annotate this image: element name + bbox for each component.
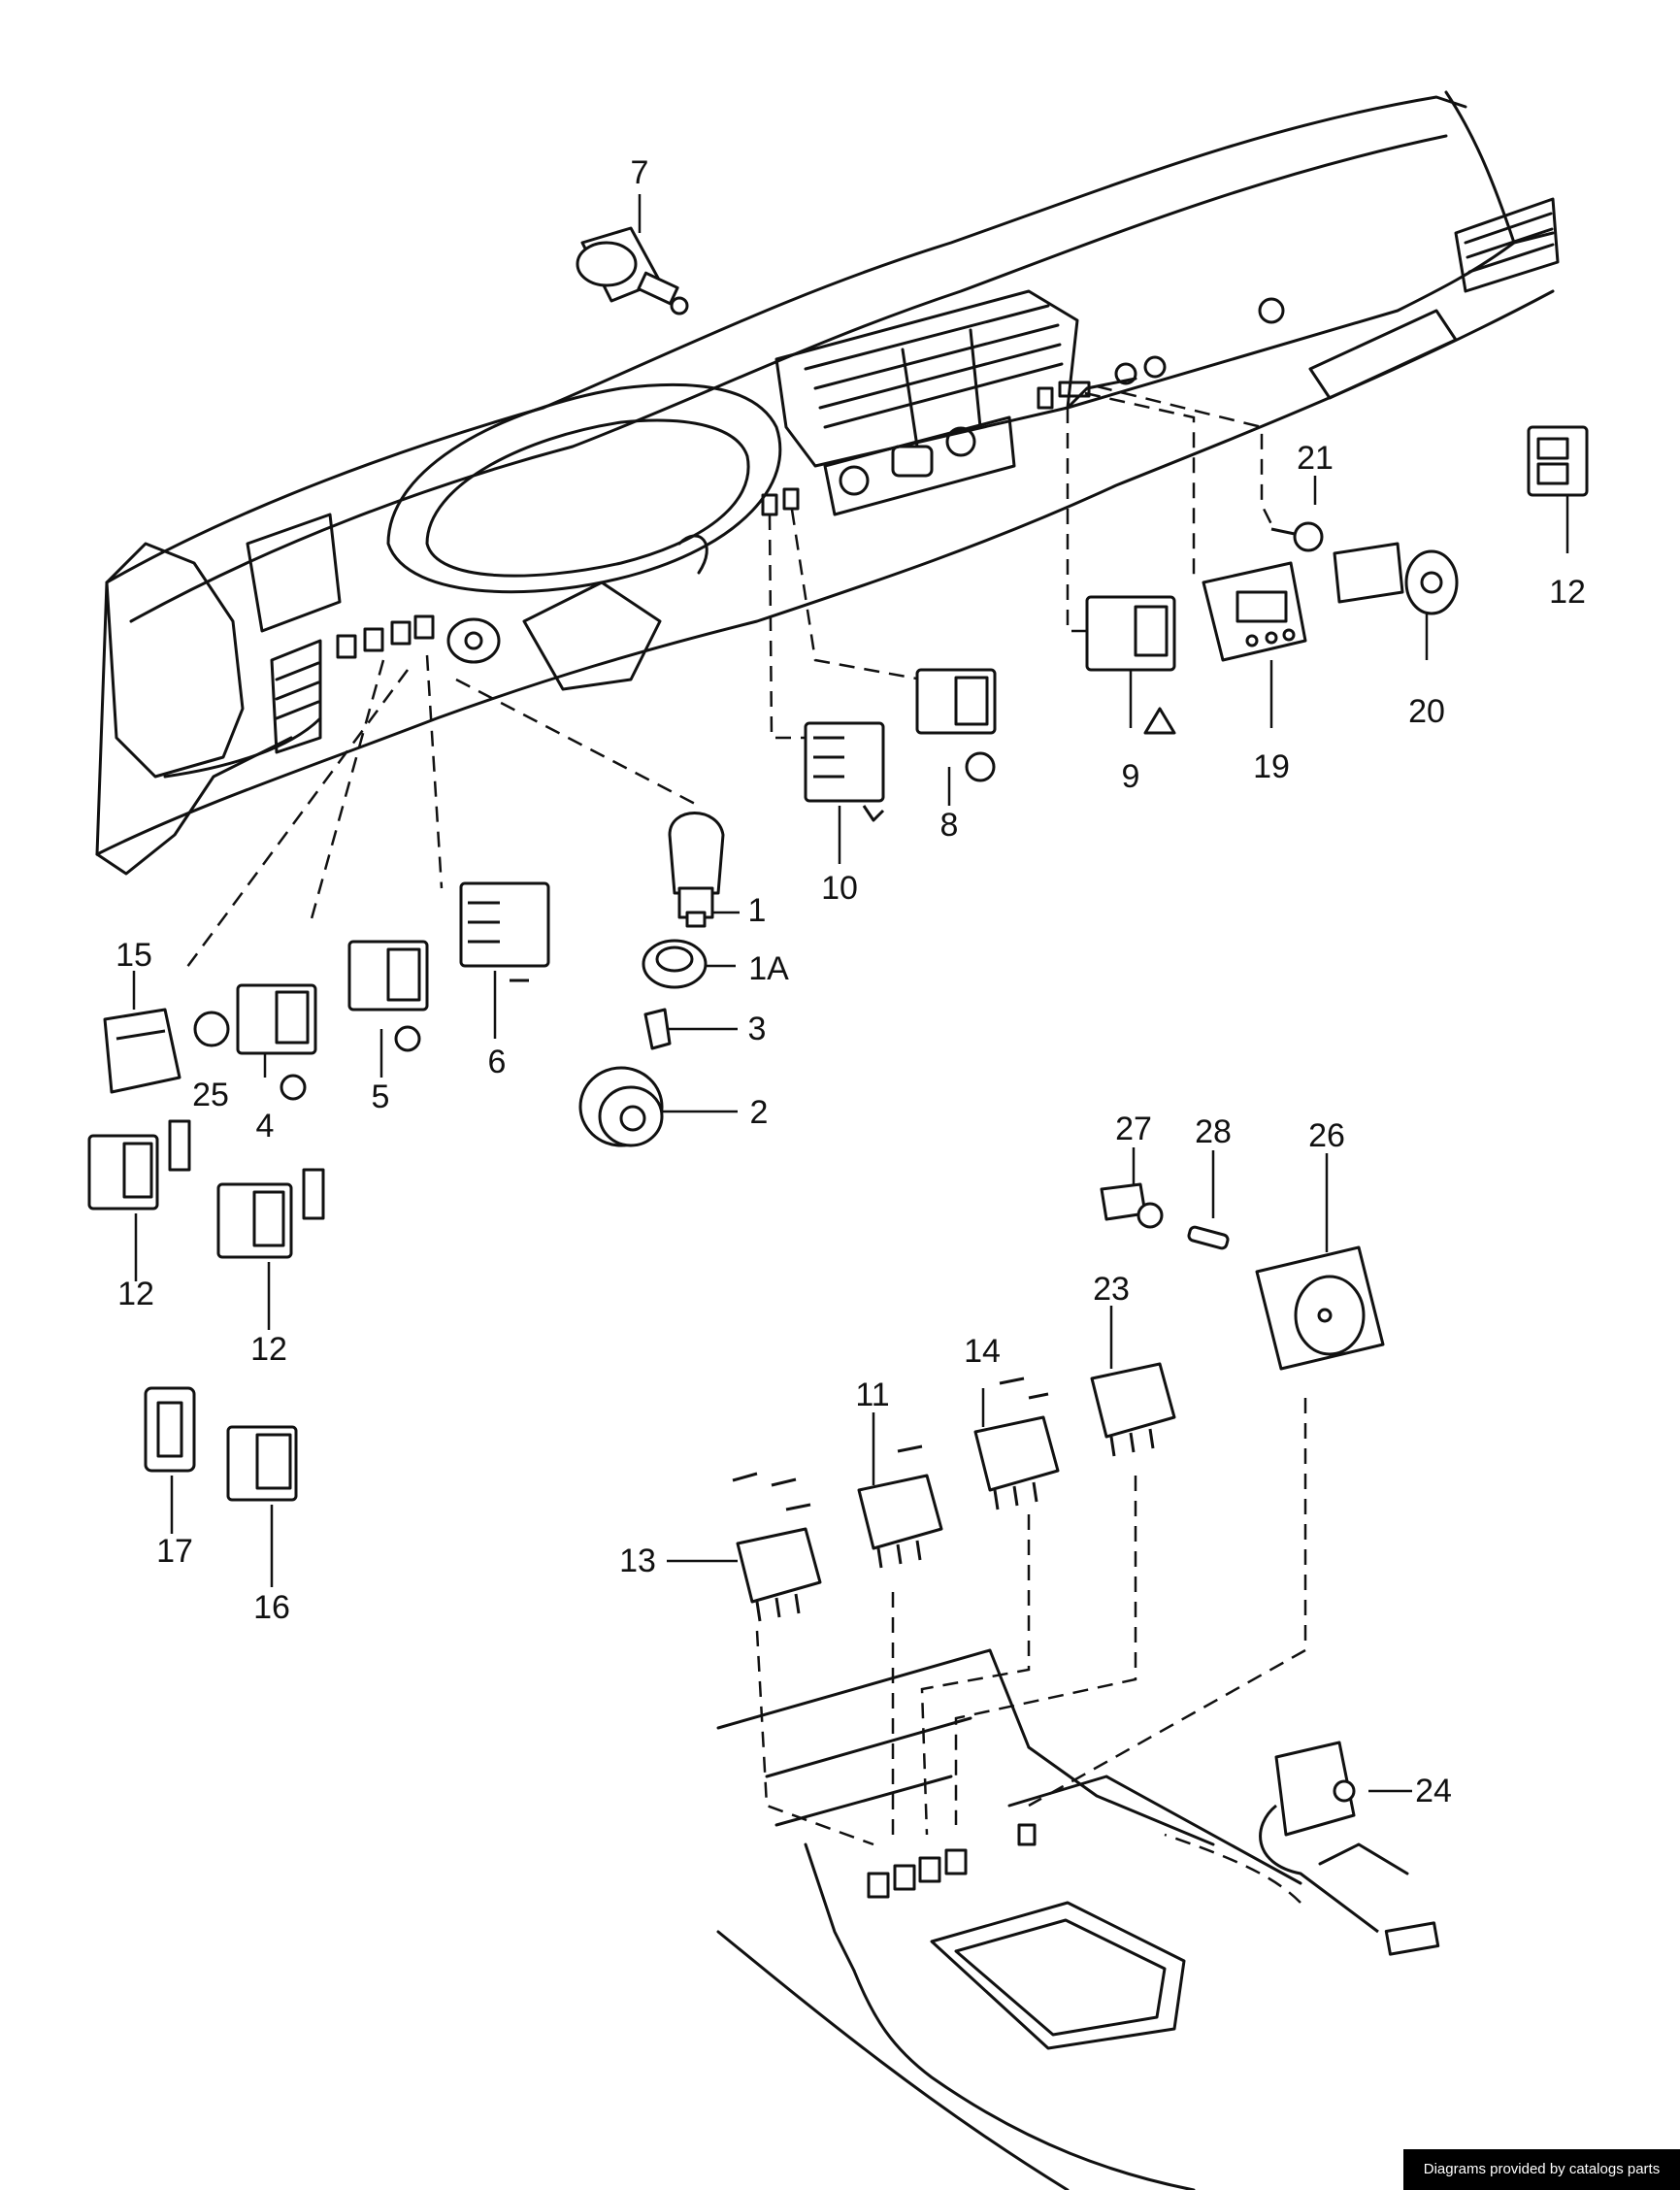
callout-23: 23: [1093, 1271, 1130, 1308]
callout-15: 15: [115, 937, 152, 974]
callout-13: 13: [619, 1543, 656, 1579]
callout-9: 9: [1122, 758, 1140, 795]
part-11: [857, 1444, 943, 1569]
part-13: [732, 1472, 822, 1622]
callout-7: 7: [631, 154, 649, 191]
callout-1: 1: [748, 892, 767, 929]
part-15: [103, 1008, 181, 1094]
callout-3: 3: [748, 1011, 767, 1047]
callout-27: 27: [1115, 1111, 1152, 1147]
part-14: [973, 1377, 1060, 1510]
callout-4: 4: [256, 1108, 275, 1145]
callout-21: 21: [1297, 440, 1334, 477]
callout-2: 2: [750, 1094, 769, 1131]
part-28: [1187, 1225, 1230, 1250]
part-16: [226, 1425, 298, 1502]
part-8: [915, 668, 997, 782]
part-5: [347, 940, 429, 1052]
callout-25: 25: [192, 1077, 229, 1113]
callout-16: 16: [253, 1589, 290, 1626]
callout-28: 28: [1195, 1113, 1232, 1150]
callout-10: 10: [821, 870, 858, 907]
callout-12-left: 12: [117, 1276, 154, 1312]
part-9: [1085, 595, 1176, 735]
part-12-top-right: [1527, 425, 1589, 497]
part-19: [1202, 561, 1307, 662]
callout-6: 6: [488, 1044, 507, 1080]
part-25: [193, 1011, 230, 1047]
part-23: [1090, 1362, 1176, 1457]
part-2: [578, 1066, 664, 1147]
part-21: [1270, 521, 1324, 552]
callout-11: 11: [855, 1377, 889, 1413]
callout-19: 19: [1253, 748, 1290, 785]
part-3: [643, 1008, 672, 1050]
callout-24: 24: [1415, 1773, 1452, 1809]
part-12-left: [87, 1119, 191, 1211]
callout-1a: 1A: [748, 950, 789, 987]
part-20: [1333, 542, 1459, 615]
leader-lines: [182, 384, 1307, 1904]
part-1a: [642, 939, 708, 989]
part-4: [236, 983, 317, 1101]
callout-26: 26: [1308, 1117, 1345, 1154]
callout-5: 5: [372, 1078, 390, 1115]
part-10: [804, 721, 885, 822]
part-6: [459, 881, 550, 982]
callout-20: 20: [1408, 693, 1445, 730]
part-1: [668, 812, 725, 928]
part-17: [144, 1386, 196, 1473]
callout-17: 17: [156, 1533, 193, 1570]
part-7: [576, 226, 689, 315]
callout-14: 14: [964, 1333, 1001, 1370]
part-12-centre-left: [216, 1168, 325, 1259]
part-27: [1100, 1182, 1164, 1229]
part-24: [1259, 1741, 1440, 1956]
callout-8: 8: [940, 807, 959, 844]
part-26: [1255, 1245, 1385, 1371]
callout-12-top-right: 12: [1549, 574, 1586, 611]
callout-numbers: 7 21 12 20 19 9 8 10 1 1A 3 2 6 5 4 25 1…: [115, 154, 1586, 1809]
callout-12-centre-left: 12: [250, 1331, 287, 1368]
centre-console: [716, 1648, 1409, 2190]
credit-banner: Diagrams provided by catalogs parts: [1403, 2149, 1680, 2190]
components: [87, 226, 1589, 1956]
